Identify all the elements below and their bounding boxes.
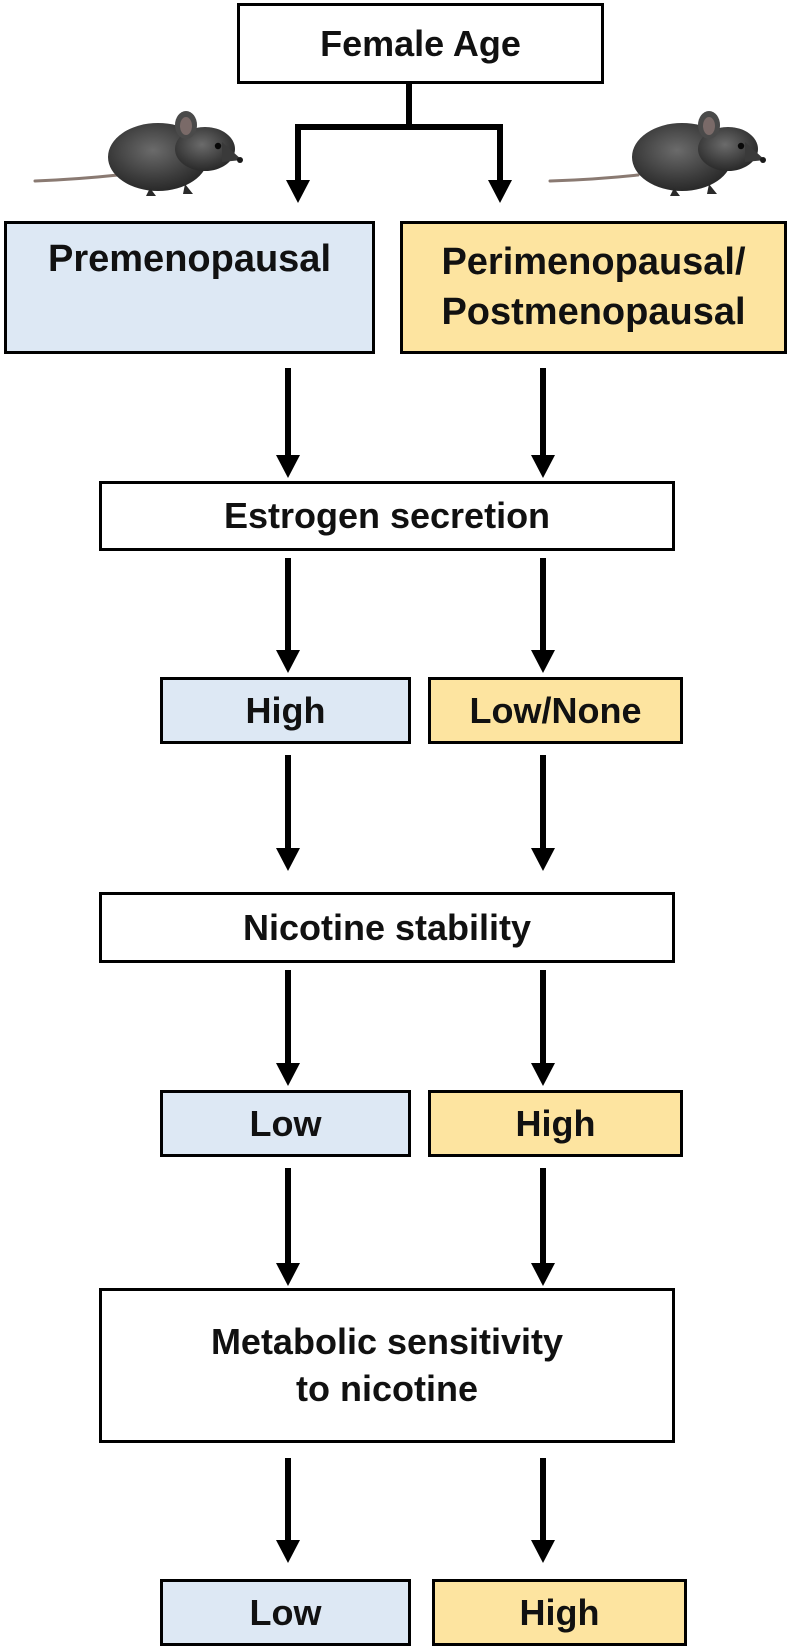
metabolic-sensitivity-label-1: Metabolic sensitivity bbox=[210, 1320, 564, 1362]
stability-right-value: High bbox=[515, 1102, 596, 1144]
estrogen-right-value: Low/None bbox=[469, 689, 642, 731]
stability-left-value: Low bbox=[249, 1102, 322, 1144]
stability-right-value-box: High bbox=[428, 1090, 683, 1157]
estrogen-secretion-box: Estrogen secretion bbox=[99, 481, 675, 551]
arrow-left-3 bbox=[276, 755, 300, 871]
arrow-left-2 bbox=[276, 558, 300, 673]
arrow-left-4 bbox=[276, 970, 300, 1086]
mouse-icon bbox=[33, 111, 243, 196]
arrow-right-6 bbox=[531, 1458, 555, 1563]
nicotine-stability-label: Nicotine stability bbox=[242, 906, 532, 948]
estrogen-right-value-box: Low/None bbox=[428, 677, 683, 744]
female-age-box: Female Age bbox=[237, 3, 604, 84]
metabolic-sensitivity-label-2: to nicotine bbox=[296, 1367, 478, 1409]
sensitivity-right-value: High bbox=[519, 1591, 600, 1633]
arrow-left-6 bbox=[276, 1458, 300, 1563]
sensitivity-right-value-box: High bbox=[432, 1579, 687, 1646]
mouse-icon bbox=[548, 111, 766, 196]
sensitivity-left-value-box: Low bbox=[160, 1579, 411, 1646]
perimenopausal-label: Perimenopausal/ bbox=[441, 241, 746, 284]
female-age-label: Female Age bbox=[320, 22, 521, 64]
nicotine-stability-box: Nicotine stability bbox=[99, 892, 675, 963]
arrow-right-4 bbox=[531, 970, 555, 1086]
arrow-right-1 bbox=[531, 368, 555, 478]
sensitivity-left-value: Low bbox=[249, 1591, 322, 1633]
estrogen-secretion-label: Estrogen secretion bbox=[223, 495, 551, 536]
estrogen-left-value: High bbox=[245, 689, 326, 731]
metabolic-sensitivity-box: Metabolic sensitivity to nicotine bbox=[99, 1288, 675, 1443]
postmenopausal-label: Postmenopausal bbox=[441, 290, 746, 333]
premenopausal-box: Premenopausal bbox=[4, 221, 375, 354]
mice-illustrations bbox=[33, 111, 766, 196]
split-arrow bbox=[286, 82, 512, 203]
postmenopausal-box: Perimenopausal/ Postmenopausal bbox=[400, 221, 787, 354]
premenopausal-label: Premenopausal bbox=[48, 238, 331, 280]
arrow-right-2 bbox=[531, 558, 555, 673]
arrow-right-3 bbox=[531, 755, 555, 871]
stability-left-value-box: Low bbox=[160, 1090, 411, 1157]
arrow-right-5 bbox=[531, 1168, 555, 1286]
estrogen-left-value-box: High bbox=[160, 677, 411, 744]
arrow-left-1 bbox=[276, 368, 300, 478]
arrow-left-5 bbox=[276, 1168, 300, 1286]
